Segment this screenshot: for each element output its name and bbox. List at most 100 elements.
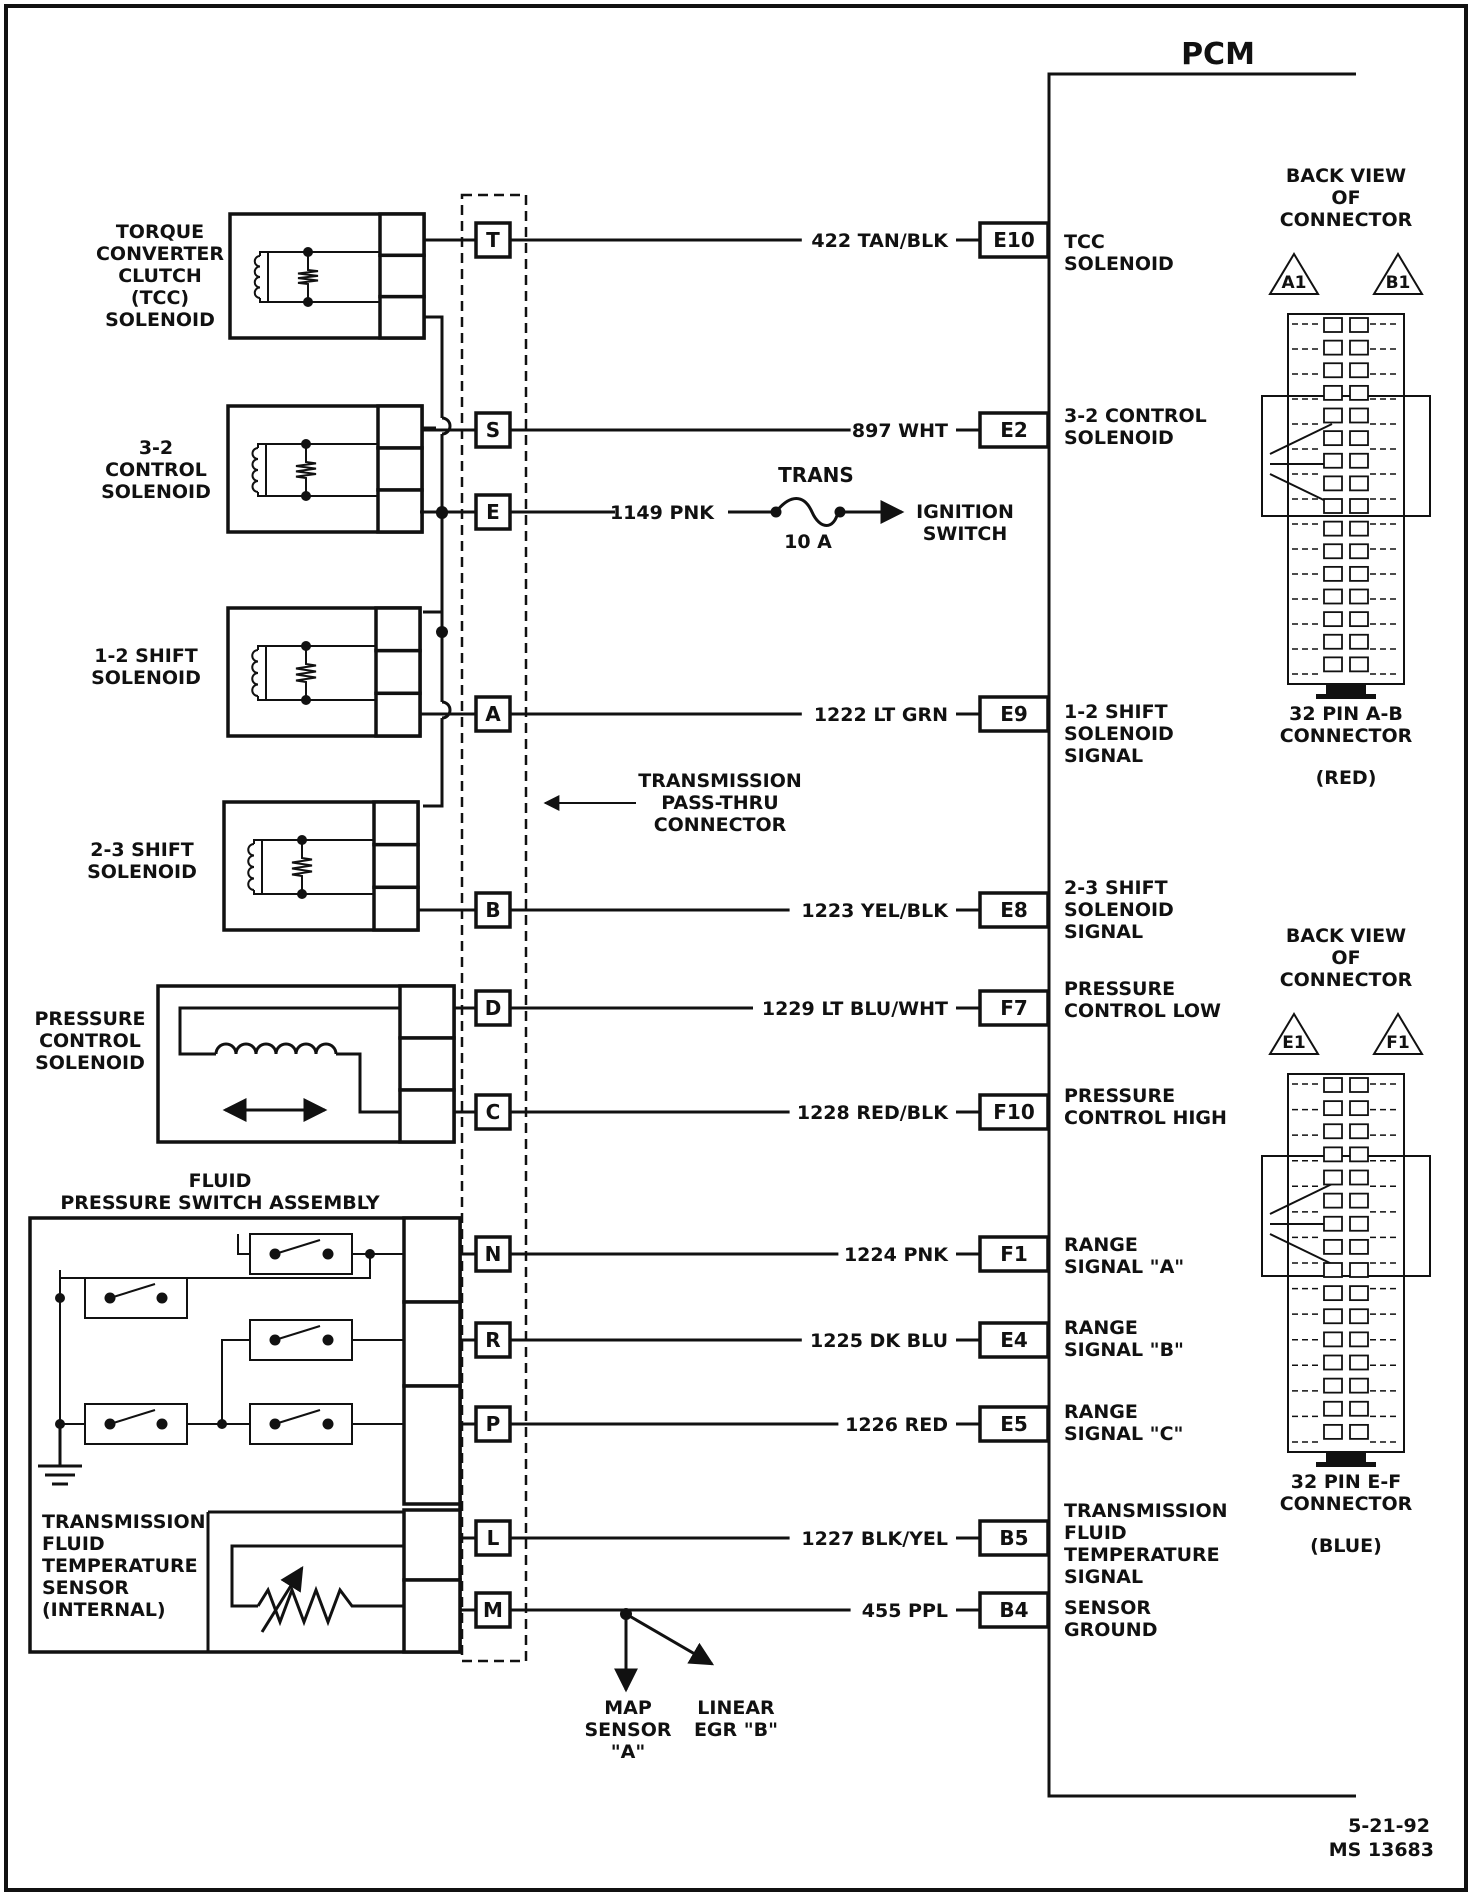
connector-color: (RED) — [1316, 767, 1377, 789]
pcm-desc-line: RANGE — [1064, 1317, 1138, 1339]
pass-thru-pin-t — [474, 221, 512, 259]
fluid-temperature-sensor: TRANSMISSION FLUID TEMPERATURE SENSOR (I… — [42, 1511, 404, 1633]
fuse-name: TRANS — [778, 463, 854, 487]
pass-thru-pin-l — [474, 1519, 512, 1557]
pass-thru-label-1: TRANSMISSION — [638, 770, 802, 792]
pcm-terminal-f10 — [978, 1093, 1050, 1131]
pcm-desc-line: SIGNAL — [1064, 921, 1143, 943]
wire-label: 1223 YEL/BLK — [801, 900, 949, 922]
pin-label: D — [485, 996, 502, 1020]
tft-label-4: SENSOR — [42, 1577, 129, 1599]
circuit-group: T 422 TAN/BLK E10 TCC SOLENOID S 897 WHT E2 3-2 … — [418, 221, 1228, 1641]
pcm-terminal-e2 — [978, 411, 1050, 449]
pcm-desc-line: SOLENOID — [1064, 723, 1174, 745]
pcm-terminal-e8 — [978, 891, 1050, 929]
ground-symbol — [38, 1424, 82, 1486]
solenoid-s32-label-3: SOLENOID — [101, 481, 211, 503]
pcm-desc-line: SIGNAL — [1064, 745, 1143, 767]
back-view-label: OF — [1331, 947, 1360, 969]
solenoid-tcc-label-4: (TCC) — [131, 287, 189, 309]
pass-thru-pin-b — [474, 891, 512, 929]
pcm-desc-line: PRESSURE — [1064, 1085, 1175, 1107]
pcm-desc-line: SOLENOID — [1064, 899, 1174, 921]
pcs-label-1: PRESSURE — [34, 1008, 145, 1030]
terminal-label: E5 — [1000, 1412, 1028, 1436]
pcm-terminal-f7 — [978, 989, 1050, 1027]
back-view-label: CONNECTOR — [1280, 969, 1413, 991]
pcm-desc-line: PRESSURE — [1064, 978, 1175, 1000]
pin-label: N — [485, 1242, 502, 1266]
pin-label: B — [485, 898, 500, 922]
pcs-label-3: SOLENOID — [35, 1052, 145, 1074]
pcm-desc-line: SIGNAL — [1064, 1566, 1143, 1588]
map-sensor-label-3: "A" — [611, 1741, 646, 1763]
pcm-desc-line: TRANSMISSION — [1064, 1500, 1228, 1522]
terminal-label: E4 — [1000, 1328, 1028, 1352]
solenoid-s32-label-2: CONTROL — [105, 459, 207, 481]
pcm-desc-line: TEMPERATURE — [1064, 1544, 1220, 1566]
wire-label: 422 TAN/BLK — [811, 230, 949, 252]
back-view-label: OF — [1331, 187, 1360, 209]
tft-label-1: TRANSMISSION — [42, 1511, 206, 1533]
circuit-e: E — [420, 493, 520, 531]
fpsa-label-2: PRESSURE SWITCH ASSEMBLY — [60, 1192, 380, 1214]
wire-label: 897 WHT — [852, 420, 948, 442]
pin-label: E — [486, 500, 500, 524]
tft-label-2: FLUID — [42, 1533, 105, 1555]
pcm-desc-line: SIGNAL "C" — [1064, 1423, 1183, 1445]
terminal-label: E8 — [1000, 898, 1028, 922]
pcm-desc-line: TCC — [1064, 231, 1105, 253]
solenoid-s23-label-2: SOLENOID — [87, 861, 197, 883]
back-view-label: BACK VIEW — [1286, 925, 1406, 947]
sensor-ground-branches: MAP SENSOR "A" LINEAR EGR "B" — [584, 1608, 778, 1763]
pass-thru-pin-n — [474, 1235, 512, 1273]
pass-thru-label-2: PASS-THRU — [661, 792, 778, 814]
egr-label-1: LINEAR — [697, 1697, 775, 1719]
solenoid-s23-label-1: 2-3 SHIFT — [90, 839, 194, 861]
pin-marker-label: B1 — [1386, 273, 1411, 293]
terminal-label: F7 — [1000, 996, 1028, 1020]
pcm-desc-line: 2-3 SHIFT — [1064, 877, 1168, 899]
pcm-title: PCM — [1181, 37, 1255, 72]
pin-label: T — [486, 228, 500, 252]
solenoid-s32-label-1: 3-2 — [139, 437, 173, 459]
pass-thru-pin-p — [474, 1405, 512, 1443]
terminal-label: E10 — [993, 228, 1035, 252]
fluid-pressure-switch-assembly: FLUID PRESSURE SWITCH ASSEMBLY — [28, 1170, 462, 1654]
pcm-desc-line: 3-2 CONTROL — [1064, 405, 1207, 427]
terminal-label: B5 — [999, 1526, 1028, 1550]
connector-color: (BLUE) — [1310, 1535, 1382, 1557]
egr-label-2: EGR "B" — [694, 1719, 778, 1741]
solenoid-tcc-label-3: CLUTCH — [118, 265, 202, 287]
pin-label: S — [486, 418, 500, 442]
connector-name: 32 PIN E-F — [1291, 1471, 1401, 1493]
pin-marker-label: A1 — [1282, 273, 1307, 293]
terminal-label: E2 — [1000, 418, 1028, 442]
pin-label: R — [485, 1328, 500, 1352]
wire-label: 455 PPL — [862, 1600, 948, 1622]
footer-date: 5-21-92 — [1348, 1815, 1430, 1837]
pcm-desc-line: RANGE — [1064, 1401, 1138, 1423]
connector-name: 32 PIN A-B — [1289, 703, 1403, 725]
pcm-terminal-b5 — [978, 1519, 1050, 1557]
pcm-terminal-e4 — [978, 1321, 1050, 1359]
connector-name: CONNECTOR — [1280, 725, 1413, 747]
pass-thru-connector: TRANSMISSION PASS-THRU CONNECTOR — [460, 193, 802, 1663]
back-view-label: CONNECTOR — [1280, 209, 1413, 231]
pcm-terminal-e5 — [978, 1405, 1050, 1443]
terminal-label: F1 — [1000, 1242, 1028, 1266]
solenoid-tcc-label-2: CONVERTER — [96, 243, 224, 265]
pcm-desc-line: SIGNAL "B" — [1064, 1339, 1184, 1361]
pcm-desc-line: 1-2 SHIFT — [1064, 701, 1168, 723]
power-bus — [423, 315, 452, 808]
pcm-desc-line: GROUND — [1064, 1619, 1157, 1641]
